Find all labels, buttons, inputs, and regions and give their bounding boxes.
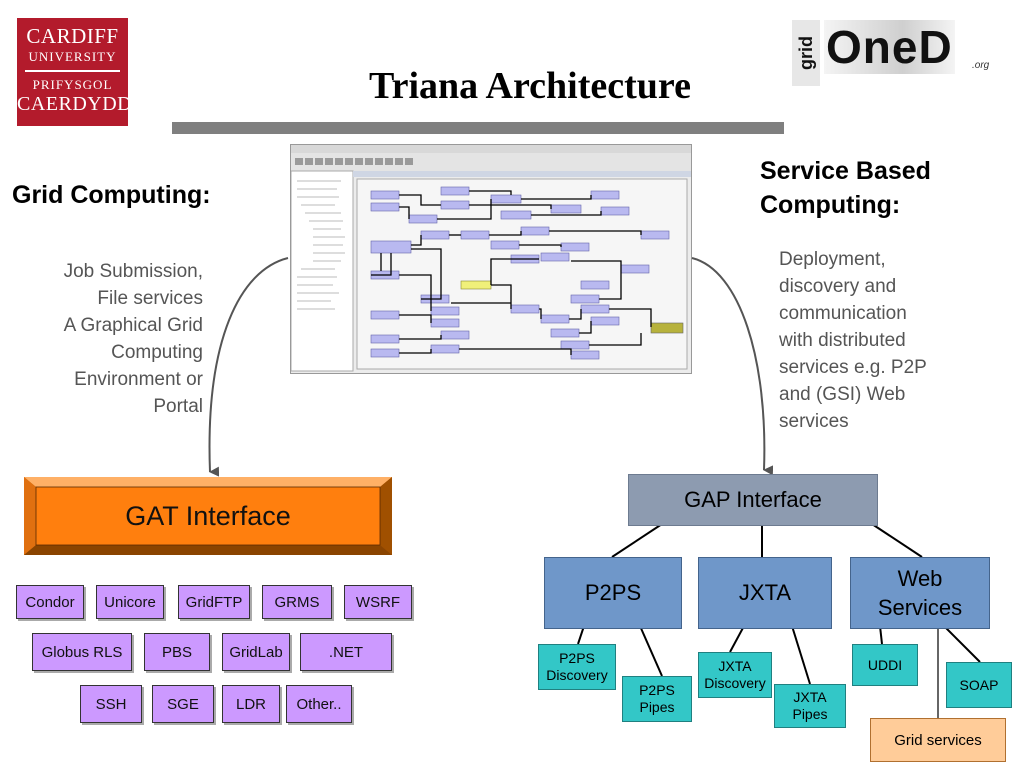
service-description-line: Deployment, bbox=[779, 249, 886, 270]
p2ps-discovery-line: Discovery bbox=[546, 667, 608, 683]
service-based-description: Deployment, discovery and communication … bbox=[779, 246, 999, 435]
adapter-sge: SGE bbox=[152, 685, 214, 723]
binding-web-services: Web Services bbox=[850, 557, 990, 629]
gap-interface-box: GAP Interface bbox=[628, 474, 878, 526]
gat-interface-label: GAT Interface bbox=[125, 500, 291, 531]
binding-p2ps: P2PS bbox=[544, 557, 682, 629]
gridoned-logo: grid OneD .org bbox=[792, 14, 1007, 88]
grid-description-line: File services bbox=[97, 288, 203, 309]
jxta-pipes-line: JXTA bbox=[793, 689, 827, 705]
gap-to-p2ps-line bbox=[611, 523, 663, 558]
jxta-discovery-line: JXTA bbox=[718, 658, 752, 674]
grid-description-line: Computing bbox=[111, 342, 203, 363]
jxta-pipes-line: Pipes bbox=[792, 706, 828, 722]
gat-interface-box: GAT Interface bbox=[24, 477, 392, 555]
adapter-dotnet: .NET bbox=[300, 633, 392, 671]
binding-p2ps-label: P2PS bbox=[584, 580, 642, 605]
adapter-wsrf: WSRF bbox=[344, 585, 412, 619]
service-heading-line: Computing: bbox=[760, 191, 901, 219]
binding-web-services-label: Services bbox=[877, 595, 963, 620]
adapter-ssh: SSH bbox=[80, 685, 142, 723]
service-description-line: and (GSI) Web bbox=[779, 384, 906, 405]
adapter-gridlab: GridLab bbox=[222, 633, 290, 671]
cardiff-logo-line1: CARDIFF bbox=[26, 24, 119, 48]
jxta-discovery-line: Discovery bbox=[704, 675, 766, 691]
triana-gui-picture bbox=[290, 145, 691, 372]
p2ps-discovery-line: P2PS bbox=[559, 650, 595, 666]
triana-gui-screenshot bbox=[290, 144, 692, 374]
binding-jxta-label: JXTA bbox=[738, 580, 792, 605]
cardiff-university-logo: CARDIFF UNIVERSITY PRIFYSGOL CAERDYDD bbox=[17, 18, 133, 126]
adapter-globus-rls: Globus RLS bbox=[32, 633, 132, 671]
binding-web-services-label: Web bbox=[897, 566, 943, 591]
service-to-gap-arrow bbox=[691, 257, 774, 476]
gat-interface-bevel bbox=[24, 477, 392, 555]
webservices-to-soap-line bbox=[943, 625, 981, 663]
adapter-gridftp: GridFTP bbox=[178, 585, 250, 619]
p2ps-pipes-line: P2PS bbox=[639, 682, 675, 698]
jxta-pipes-box: JXTA Pipes bbox=[774, 684, 846, 728]
cardiff-logo-line2: UNIVERSITY bbox=[28, 49, 117, 64]
jxta-discovery-box: JXTA Discovery bbox=[698, 652, 772, 698]
service-description-line: services e.g. P2P bbox=[779, 357, 927, 378]
p2ps-pipes-line: Pipes bbox=[639, 699, 675, 715]
grid-description-line: Environment or bbox=[74, 369, 203, 390]
p2ps-discovery-box: P2PS Discovery bbox=[538, 644, 616, 690]
jxta-to-discovery-line bbox=[729, 625, 745, 653]
cardiff-logo-divider bbox=[25, 70, 120, 72]
adapter-condor: Condor bbox=[16, 585, 84, 619]
jxta-to-pipes-line bbox=[791, 625, 811, 685]
gridoned-logo-org: .org bbox=[972, 60, 990, 71]
adapter-ldr: LDR bbox=[222, 685, 280, 723]
grid-to-gat-arrow bbox=[208, 257, 289, 477]
service-heading-line: Service Based bbox=[760, 157, 931, 185]
title-divider bbox=[172, 122, 784, 134]
adapter-unicore: Unicore bbox=[96, 585, 164, 619]
p2ps-to-discovery-line bbox=[577, 625, 585, 645]
gap-to-webservices-line bbox=[871, 523, 923, 558]
binding-jxta: JXTA bbox=[698, 557, 832, 629]
grid-description-line: A Graphical Grid bbox=[63, 315, 203, 336]
grid-description-line: Portal bbox=[153, 396, 203, 417]
uddi-box: UDDI bbox=[852, 644, 918, 686]
p2ps-to-pipes-line bbox=[639, 625, 663, 677]
service-description-line: services bbox=[779, 411, 849, 432]
service-based-computing-heading: Service Based Computing: bbox=[760, 154, 931, 222]
service-description-line: with distributed bbox=[779, 330, 906, 351]
grid-computing-description: Job Submission, File services A Graphica… bbox=[12, 258, 203, 420]
adapter-other: Other.. bbox=[286, 685, 352, 723]
uddi-label: UDDI bbox=[867, 656, 903, 673]
service-description-line: discovery and bbox=[779, 276, 897, 297]
webservices-to-uddi-line bbox=[879, 625, 883, 645]
adapter-grms: GRMS bbox=[262, 585, 332, 619]
p2ps-pipes-box: P2PS Pipes bbox=[622, 676, 692, 722]
slide-title: Triana Architecture bbox=[369, 65, 691, 107]
grid-services-box: Grid services bbox=[870, 718, 1006, 762]
soap-label: SOAP bbox=[959, 676, 999, 693]
cardiff-logo-line3: PRIFYSGOL bbox=[32, 77, 113, 92]
gridoned-logo-oned: OneD bbox=[824, 20, 955, 74]
soap-box: SOAP bbox=[946, 662, 1012, 708]
service-description-line: communication bbox=[779, 303, 907, 324]
grid-computing-heading: Grid Computing: bbox=[12, 181, 211, 209]
adapter-pbs: PBS bbox=[144, 633, 210, 671]
cardiff-logo-line4: CAERDYDD bbox=[17, 93, 133, 115]
grid-description-line: Job Submission, bbox=[63, 261, 203, 282]
